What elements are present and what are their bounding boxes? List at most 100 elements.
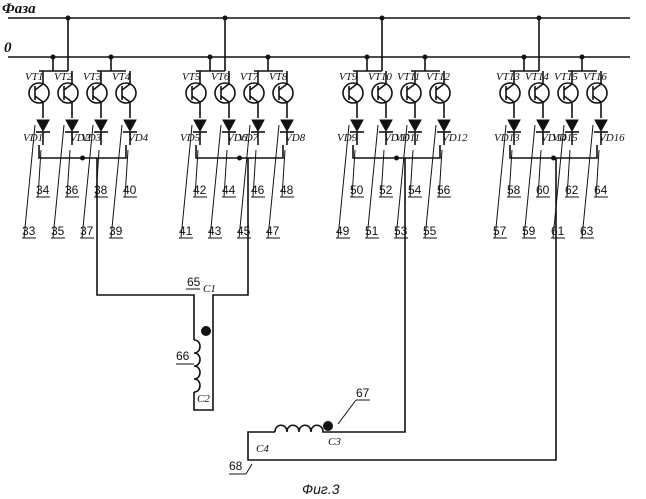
transistor-label: VT14	[525, 71, 549, 83]
leader-line	[268, 125, 279, 238]
phase-bus-label: Фаза	[2, 1, 36, 17]
junction-dot	[208, 55, 213, 60]
transistor-symbol	[29, 83, 49, 103]
transistor-label: VT5	[182, 71, 201, 83]
transistor-symbol	[186, 83, 206, 103]
transistor-collector	[35, 84, 43, 90]
coil1-ref2: 66	[176, 349, 190, 363]
diode-label: VD4	[128, 132, 149, 144]
coil1-polarity-dot	[201, 326, 211, 336]
diode-label: VD15	[552, 132, 578, 144]
transistor-label: VT15	[554, 71, 578, 83]
transistor-symbol	[529, 83, 549, 103]
diode-symbol	[37, 120, 49, 131]
diode-symbol	[124, 120, 136, 131]
transistor-label: VT8	[269, 71, 288, 83]
diode-label: VD8	[285, 132, 306, 144]
diode-symbol	[595, 120, 607, 131]
transistor-emitter	[279, 96, 287, 102]
transistor-label: VT2	[54, 71, 73, 83]
transistor-collector	[349, 84, 357, 90]
transistor-label: VT4	[112, 71, 131, 83]
leader-line	[582, 125, 593, 238]
transistor-emitter	[122, 96, 130, 102]
figure-caption: Фиг.3	[302, 481, 340, 497]
diode-symbol	[194, 120, 206, 131]
diode-symbol	[438, 120, 450, 131]
transistor-collector	[593, 84, 601, 90]
transistor-collector	[279, 84, 287, 90]
diode-symbol	[281, 120, 293, 131]
transistor-collector	[64, 84, 72, 90]
transistor-label: VT3	[83, 71, 102, 83]
diode-symbol	[252, 120, 264, 131]
transistor-emitter	[407, 96, 415, 102]
junction-dot	[394, 156, 399, 161]
diode-label: VD11	[395, 132, 420, 144]
transistor-collector	[192, 84, 200, 90]
transistor-collector	[407, 84, 415, 90]
transistor-emitter	[221, 96, 229, 102]
transistor-label: VT9	[339, 71, 358, 83]
transistor-emitter	[192, 96, 200, 102]
wire-from-coil2-end	[248, 158, 556, 460]
transistor-collector	[564, 84, 572, 90]
coil1-winding	[194, 340, 200, 392]
transistor-symbol	[587, 83, 607, 103]
transistor-label: VT16	[583, 71, 607, 83]
transistor-symbol	[500, 83, 520, 103]
diode-symbol	[409, 120, 421, 131]
wire-to-coil2-start	[338, 158, 405, 432]
junction-dot	[223, 16, 228, 21]
transistor-label: VT13	[496, 71, 520, 83]
coil1-start-label: C1	[203, 283, 216, 295]
coil2-ref2-leader-d	[246, 464, 252, 474]
transistor-collector	[506, 84, 514, 90]
coil2-ref-leader	[338, 400, 356, 424]
transistor-emitter	[564, 96, 572, 102]
transistor-collector	[93, 84, 101, 90]
junction-dot	[266, 55, 271, 60]
leader-line	[524, 125, 535, 238]
transistor-symbol	[116, 83, 136, 103]
junction-dot	[51, 55, 56, 60]
leader-line	[210, 125, 221, 238]
junction-dot	[365, 55, 370, 60]
junction-dot	[237, 156, 242, 161]
coil2-start-label: C3	[328, 436, 341, 448]
leader-line	[53, 125, 64, 238]
diode-symbol	[380, 120, 392, 131]
transistor-collector	[221, 84, 229, 90]
diode-label: VD12	[442, 132, 468, 144]
zero-bus-label: 0	[4, 40, 12, 56]
coil2-polarity-dot	[323, 421, 333, 431]
transistor-emitter	[436, 96, 444, 102]
leader-line	[425, 125, 436, 238]
transistor-label: VT11	[397, 71, 420, 83]
transistor-emitter	[378, 96, 386, 102]
transistor-label: VT10	[368, 71, 392, 83]
diode-symbol	[95, 120, 107, 131]
coil2-end-label: C4	[256, 443, 269, 455]
transistor-label: VT12	[426, 71, 450, 83]
transistor-label: VT1	[25, 71, 43, 83]
diode-symbol	[508, 120, 520, 131]
transistor-label: VT7	[240, 71, 259, 83]
junction-dot	[423, 55, 428, 60]
transistor-emitter	[93, 96, 101, 102]
transistor-emitter	[593, 96, 601, 102]
transistor-emitter	[250, 96, 258, 102]
junction-dot	[537, 16, 542, 21]
leader-line	[367, 125, 378, 238]
junction-dot	[80, 156, 85, 161]
junction-dot	[66, 16, 71, 21]
transistor-collector	[122, 84, 130, 90]
diode-label: VD13	[494, 132, 520, 144]
transistor-collector	[378, 84, 386, 90]
transistor-emitter	[506, 96, 514, 102]
transistor-collector	[436, 84, 444, 90]
transistor-emitter	[35, 96, 43, 102]
diode-symbol	[351, 120, 363, 131]
transistor-symbol	[215, 83, 235, 103]
diode-symbol	[566, 120, 578, 131]
